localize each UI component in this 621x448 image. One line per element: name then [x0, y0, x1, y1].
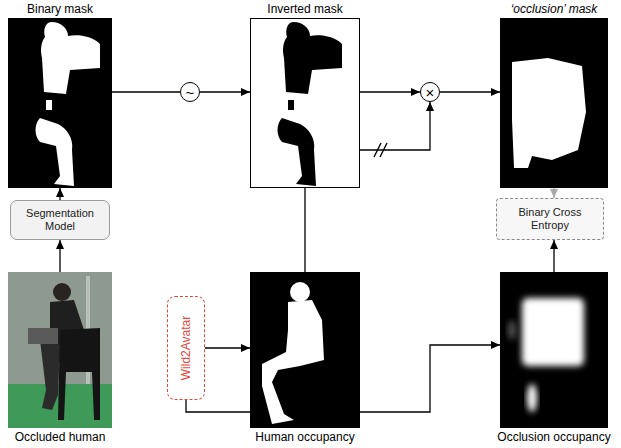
model-box: Wild2Avatar [167, 296, 205, 400]
mask-silhouette [36, 22, 101, 186]
flow-arrow [360, 91, 420, 92]
upper-body [283, 22, 342, 94]
occupancy-ground [250, 272, 360, 428]
mask-fragment [288, 100, 294, 110]
mask-ground [251, 19, 360, 188]
flow-arrow [553, 240, 554, 272]
person-body [50, 300, 86, 364]
occluded-human-photo [8, 272, 112, 428]
operator-circle: × [420, 82, 440, 102]
mask-fragment [46, 100, 52, 110]
occlusion-blob [522, 298, 584, 366]
slash [374, 143, 381, 157]
panel-caption: Binary mask [27, 2, 93, 17]
mask-ground [500, 18, 608, 188]
flow-arrow [112, 91, 180, 92]
image-panel: ‘occlusion’ mask [500, 18, 608, 188]
operator-symbol: × [426, 85, 435, 100]
operator-symbol: ~ [186, 85, 195, 100]
figure-head [290, 282, 310, 302]
box-label: Binary Cross Entropy [501, 206, 599, 232]
box-label: Segmentation Model [15, 207, 105, 233]
image-panel: Occlusion occupancy [500, 272, 608, 428]
laptop [28, 328, 58, 344]
flow-arrow [205, 347, 250, 348]
panel-caption: Inverted mask [267, 2, 342, 17]
process-box: Segmentation Model [10, 200, 110, 240]
operator-circle: ~ [180, 82, 200, 102]
flow-arrow [200, 91, 250, 92]
image-panel: Human occupancy [250, 272, 360, 428]
photo-wall [8, 272, 112, 428]
flow-arrow [440, 91, 500, 92]
human-occupancy-image [250, 272, 360, 428]
legs [278, 118, 317, 186]
image-panel: Occluded human [8, 272, 112, 428]
figure-body [262, 300, 324, 424]
occlusion-region [512, 58, 586, 168]
flow-arrow [59, 240, 60, 272]
image-panel: Binary mask [8, 18, 112, 188]
mask-ground [8, 18, 112, 188]
occlusion-speck [508, 320, 516, 340]
panel-caption: Occlusion occupancy [497, 430, 610, 445]
stop-gradient-mark [374, 143, 387, 157]
slash [380, 143, 387, 157]
flow-arrow [186, 345, 500, 412]
panel-caption: ‘occlusion’ mask [511, 2, 598, 17]
flow-arrow [305, 102, 430, 272]
image-panel: Inverted mask [250, 18, 360, 188]
binary-mask-image [8, 18, 112, 188]
flow-arrow [553, 188, 554, 198]
legs [36, 118, 75, 186]
person-legs [40, 340, 60, 410]
photo-pole [86, 276, 90, 384]
chair [58, 328, 100, 420]
photo-floor [8, 384, 112, 428]
inverted-mask-image [251, 19, 360, 188]
panel-caption: Occluded human [15, 430, 106, 445]
occlusion-blob [527, 384, 537, 412]
upper-body [41, 22, 100, 94]
box-label: Wild2Avatar [179, 316, 193, 380]
occlusion-occupancy-image [500, 272, 608, 428]
panel-caption: Human occupancy [255, 430, 354, 445]
person-head [53, 283, 71, 301]
occupancy-ground [500, 272, 608, 428]
occlusion-mask-image [500, 18, 608, 188]
mask-silhouette [278, 22, 343, 186]
loss-box: Binary Cross Entropy [496, 198, 604, 240]
flow-arrow [59, 188, 60, 200]
